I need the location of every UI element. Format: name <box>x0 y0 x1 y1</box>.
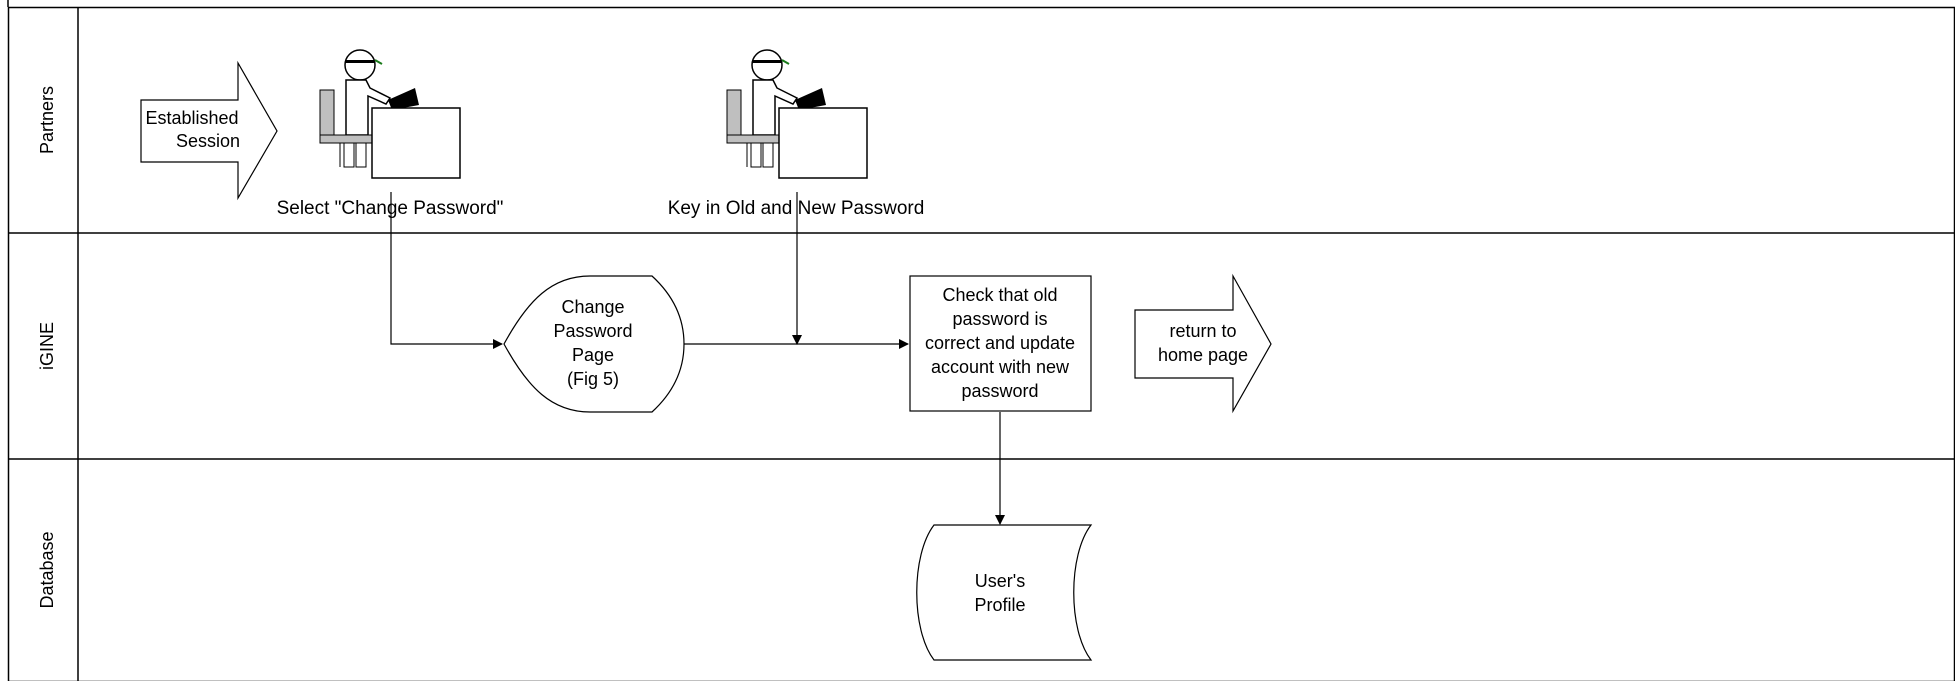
check-password-process: Check that old password is correct and u… <box>909 275 1092 412</box>
lane-label-partners: Partners <box>37 86 57 154</box>
lane-label-database: Database <box>37 531 57 608</box>
return-arrow-line-1: return to <box>1169 321 1236 341</box>
check-line-5: password <box>961 381 1038 401</box>
change-password-page-node: Change Password Page (Fig 5) <box>503 275 685 413</box>
partner-actor-1 <box>319 49 461 179</box>
page-node-line-1: Change <box>561 297 624 317</box>
page-node-line-3: Page <box>572 345 614 365</box>
check-line-4: account with new <box>931 357 1070 377</box>
return-arrow-line-2: home page <box>1158 345 1248 365</box>
users-profile-datastore: User's Profile <box>916 524 1093 661</box>
page-node-line-4: (Fig 5) <box>567 369 619 389</box>
start-session-arrow: Established Session <box>140 60 278 201</box>
connector-actor1-to-page <box>390 192 503 349</box>
actor-2-caption: Key in Old and New Password <box>668 198 925 219</box>
start-arrow-line-2: Session <box>176 131 240 151</box>
profile-line-2: Profile <box>974 595 1025 615</box>
start-arrow-line-1: Established <box>145 108 238 128</box>
check-line-1: Check that old <box>942 285 1057 305</box>
actor-1-caption: Select "Change Password" <box>277 198 504 219</box>
return-home-arrow: return to home page <box>1134 273 1272 414</box>
check-line-3: correct and update <box>925 333 1075 353</box>
partner-actor-2 <box>726 49 868 179</box>
lane-label-igine: iGINE <box>37 322 57 370</box>
check-line-2: password is <box>952 309 1047 329</box>
profile-line-1: User's <box>975 571 1025 591</box>
page-node-line-2: Password <box>553 321 632 341</box>
